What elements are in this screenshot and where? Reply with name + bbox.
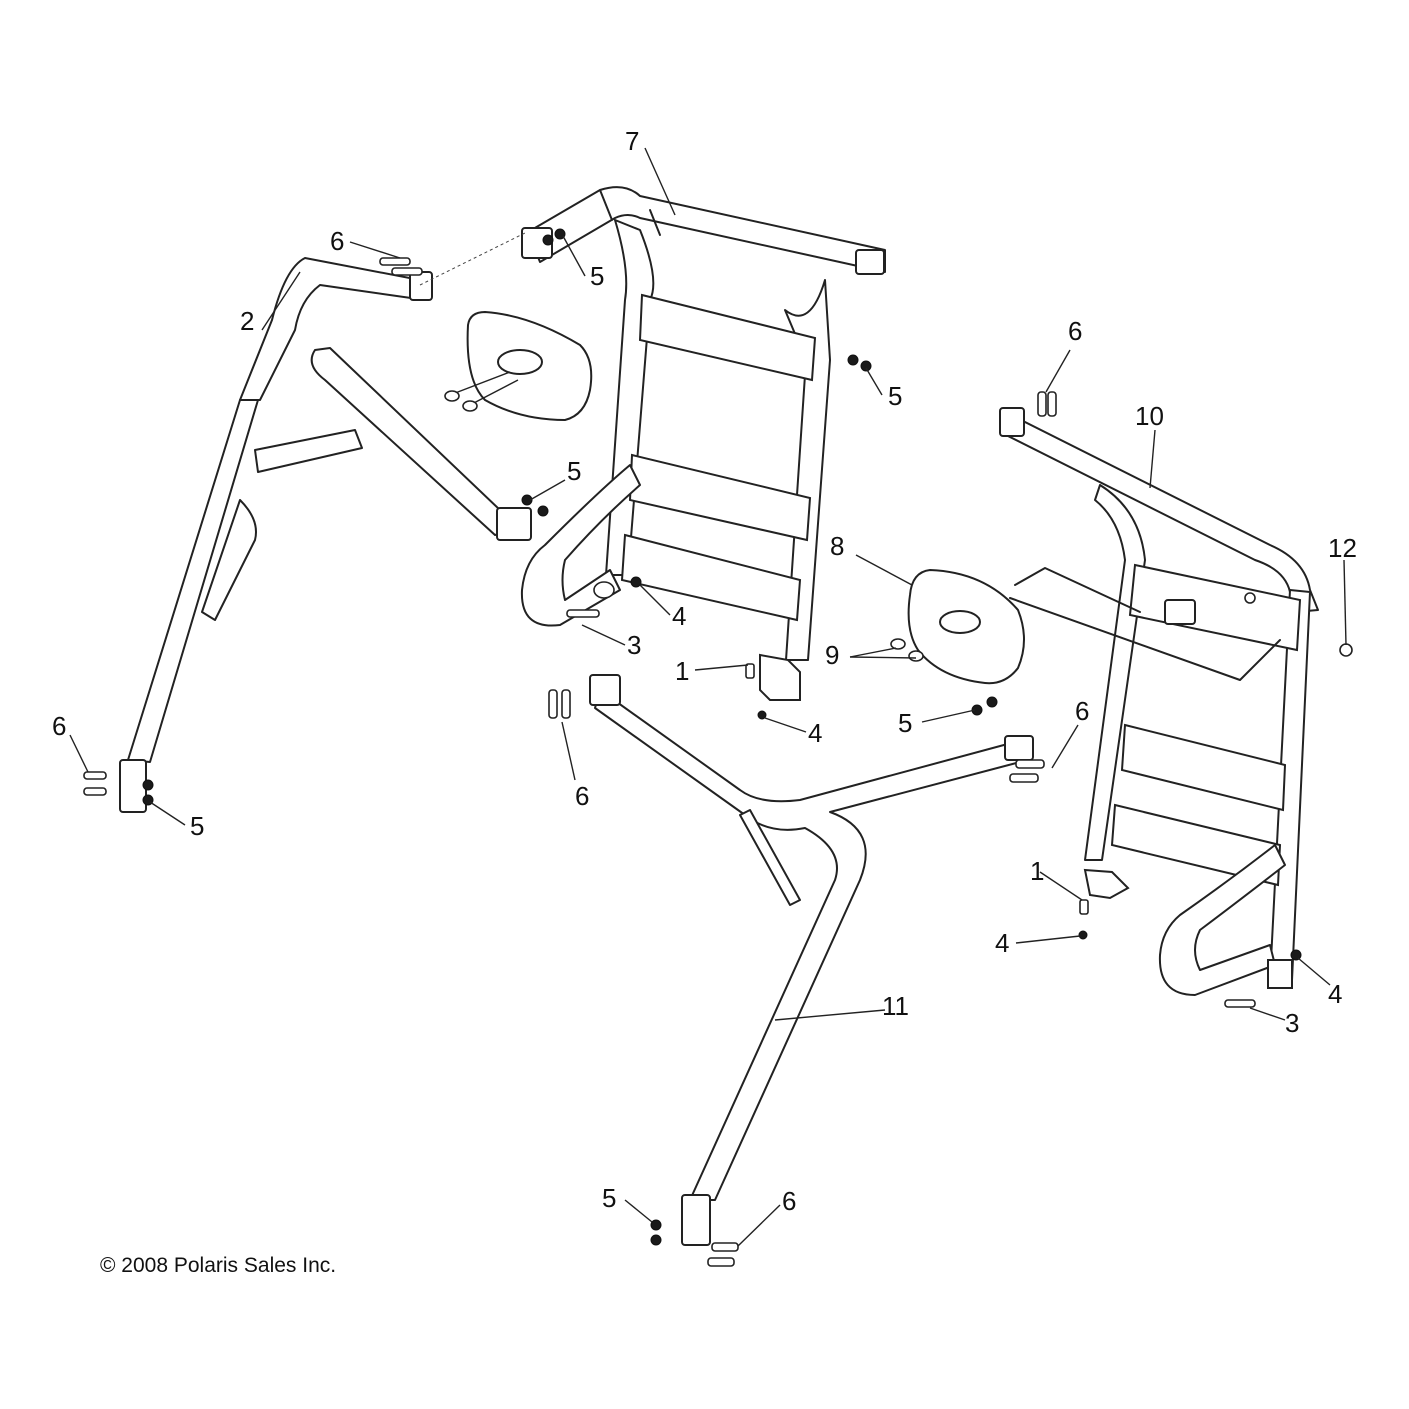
head-pad-left [444, 310, 593, 422]
callout-3: 3 [1285, 1008, 1299, 1038]
callout-5: 5 [190, 811, 204, 841]
callout-9: 9 [825, 640, 839, 670]
copyright-notice: © 2008 Polaris Sales Inc. [100, 1254, 337, 1277]
callout-labels: 7 6 5 2 5 6 10 5 4 8 12 3 1 9 4 5 6 6 6 … [52, 126, 1357, 1216]
right-cage-frame [999, 407, 1319, 996]
callout-5: 5 [590, 261, 604, 291]
callout-5: 5 [567, 456, 581, 486]
callout-5: 5 [888, 381, 902, 411]
callout-6: 6 [1068, 316, 1082, 346]
callout-6: 6 [575, 781, 589, 811]
callout-5: 5 [602, 1183, 616, 1213]
callout-11: 11 [882, 991, 909, 1021]
callout-4: 4 [995, 928, 1009, 958]
callout-6: 6 [782, 1186, 796, 1216]
callout-1: 1 [675, 656, 689, 686]
callout-3: 3 [627, 630, 641, 660]
callout-4: 4 [1328, 979, 1342, 1009]
callout-8: 8 [830, 531, 844, 561]
callout-6: 6 [52, 711, 66, 741]
callout-10: 10 [1135, 401, 1164, 431]
head-pad-right [890, 568, 1025, 685]
callout-6: 6 [330, 226, 344, 256]
callout-7: 7 [625, 126, 639, 156]
callout-1: 1 [1030, 856, 1044, 886]
callout-6: 6 [1075, 696, 1089, 726]
callout-5: 5 [898, 708, 912, 738]
front-right-bar [589, 674, 1034, 1246]
rear-cage-frame [520, 186, 886, 701]
callout-2: 2 [240, 306, 254, 336]
callout-4: 4 [808, 718, 822, 748]
leader-lines [69, 147, 1347, 1247]
callout-4: 4 [672, 601, 686, 631]
callout-12: 12 [1328, 533, 1357, 563]
